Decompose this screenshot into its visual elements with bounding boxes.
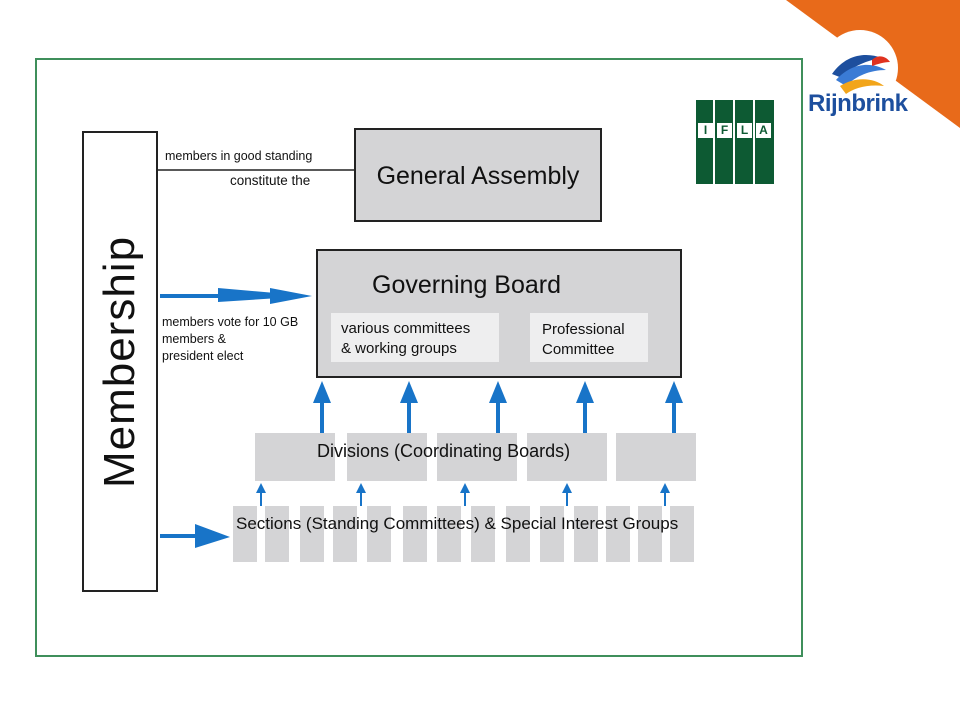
small-up-arrow [460, 483, 470, 506]
vote-note-line3: president elect [162, 349, 244, 363]
section-block [606, 506, 630, 562]
professional-committee-box [530, 313, 648, 362]
small-up-arrow [562, 483, 572, 506]
ga-note-line2: constitute the [230, 173, 311, 188]
small-up-arrow [356, 483, 366, 506]
section-block [471, 506, 495, 562]
professional-line2: Committee [542, 341, 615, 358]
section-block [233, 506, 257, 562]
divisions-label: Divisions (Coordinating Boards) [317, 441, 571, 461]
committees-line2: & working groups [341, 340, 457, 357]
general-assembly-label: General Assembly [376, 162, 580, 190]
section-block [333, 506, 357, 562]
division-to-board-arrows [313, 381, 683, 433]
vote-arrow [160, 288, 312, 304]
section-block [300, 506, 324, 562]
ifla-letter: F [717, 123, 732, 138]
small-up-arrow [256, 483, 266, 506]
division-block [527, 433, 607, 481]
rijnbrink-logo-text: Rijnbrink [808, 90, 908, 117]
governing-board-label: Governing Board [372, 271, 562, 299]
diagram-frame [35, 58, 803, 657]
up-arrow [400, 381, 418, 433]
vote-note: members vote for 10 GB members & preside… [162, 314, 298, 365]
up-arrow [576, 381, 594, 433]
general-assembly-box [354, 128, 602, 222]
division-block [255, 433, 335, 481]
up-arrow [489, 381, 507, 433]
up-arrow [665, 381, 683, 433]
division-block [347, 433, 427, 481]
section-block [403, 506, 427, 562]
section-block [367, 506, 391, 562]
division-block [437, 433, 517, 481]
section-block [506, 506, 530, 562]
professional-committee-label: Professional Committee [542, 320, 625, 360]
ifla-stripe [733, 100, 735, 184]
professional-line1: Professional [542, 321, 625, 338]
sections-label: Sections (Standing Committees) & Special… [236, 514, 679, 533]
up-arrow [313, 381, 331, 433]
committees-line1: various committees [341, 320, 471, 337]
division-block [616, 433, 696, 481]
bird-logo-icon [832, 55, 890, 94]
vote-note-line2: members & [162, 332, 226, 346]
ifla-stripe [713, 100, 715, 184]
committees-label: various committees & working groups [341, 319, 470, 359]
section-block [574, 506, 598, 562]
membership-box [82, 131, 158, 592]
section-to-division-arrows [256, 483, 670, 506]
sections-arrow [160, 524, 230, 548]
section-block [670, 506, 694, 562]
ifla-letter: I [698, 123, 713, 138]
section-block [437, 506, 461, 562]
ifla-logo: I F L A [696, 100, 774, 184]
section-block [540, 506, 564, 562]
ga-note-line1: members in good standing [165, 149, 313, 163]
ifla-letter: L [737, 123, 752, 138]
ifla-letter: A [756, 123, 771, 138]
vote-note-line1: members vote for 10 GB [162, 315, 299, 329]
ifla-stripe [753, 100, 755, 184]
section-block [265, 506, 289, 562]
committees-box [331, 313, 499, 362]
small-up-arrow [660, 483, 670, 506]
section-block [638, 506, 662, 562]
